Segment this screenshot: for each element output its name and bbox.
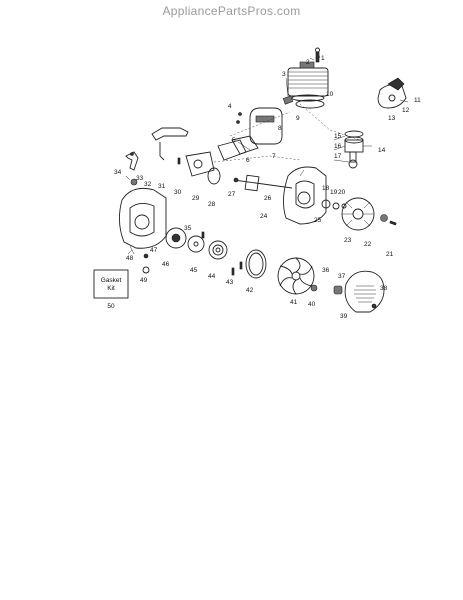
part-label: 42 bbox=[246, 287, 254, 294]
flywheel bbox=[341, 197, 375, 231]
cover-screw bbox=[371, 303, 377, 309]
fan-cover bbox=[344, 270, 385, 313]
part-label: 15 bbox=[334, 133, 342, 140]
part-label: 26 bbox=[264, 195, 272, 202]
gasket-kit-line1: Gasket bbox=[101, 277, 122, 284]
mount-screw bbox=[143, 253, 149, 259]
part-label: 43 bbox=[226, 279, 234, 286]
part-label: 41 bbox=[290, 299, 298, 306]
screw bbox=[231, 267, 235, 276]
part-label: 12 bbox=[402, 107, 410, 114]
spark-plug bbox=[309, 47, 320, 63]
trigger-spring bbox=[130, 178, 138, 186]
flywheel-nut bbox=[380, 214, 388, 222]
starter-ring bbox=[245, 249, 267, 279]
throttle-trigger bbox=[125, 151, 139, 171]
part-label: 2 bbox=[306, 59, 310, 66]
part-label: 48 bbox=[126, 255, 134, 262]
part-label: 32 bbox=[144, 181, 152, 188]
fan-impeller bbox=[277, 257, 315, 295]
part-label: 28 bbox=[208, 201, 216, 208]
part-label: 19 bbox=[330, 189, 338, 196]
part-label: 1 bbox=[321, 55, 325, 62]
part-label: 46 bbox=[162, 261, 170, 268]
part-label: 39 bbox=[340, 313, 348, 320]
part-label: 8 bbox=[278, 125, 282, 132]
part-label: 31 bbox=[158, 183, 166, 190]
part-label: 11 bbox=[414, 97, 421, 104]
part-label: 4 bbox=[228, 103, 232, 110]
starter-housing bbox=[119, 187, 167, 255]
part-label: 49 bbox=[140, 277, 148, 284]
recoil-pulley bbox=[165, 227, 187, 249]
part-label: 37 bbox=[338, 273, 346, 280]
part-label: 5 bbox=[232, 137, 236, 144]
watermark: AppliancePartsPros.com bbox=[162, 4, 301, 18]
part-label: 27 bbox=[228, 191, 236, 198]
part-label: 9 bbox=[296, 115, 300, 122]
filter-screws bbox=[236, 112, 242, 124]
screw bbox=[177, 157, 181, 165]
part-label: 24 bbox=[260, 213, 268, 220]
part-label: 30 bbox=[174, 189, 182, 196]
flywheel-key bbox=[389, 220, 397, 226]
part-label: 44 bbox=[208, 273, 216, 280]
part-label: 13 bbox=[388, 115, 396, 122]
part-label: 18 bbox=[322, 185, 330, 192]
fuel-line-bracket bbox=[151, 127, 189, 161]
part-label: 16 bbox=[334, 143, 342, 150]
fan-nut bbox=[310, 284, 318, 292]
cylinder bbox=[287, 61, 329, 102]
crankcase bbox=[283, 166, 327, 225]
assembly-guide bbox=[299, 103, 361, 141]
leader-lines bbox=[125, 51, 350, 255]
part-label: 7 bbox=[272, 153, 276, 160]
gasket-kit-number: 50 bbox=[107, 303, 115, 310]
part-label: 45 bbox=[190, 267, 198, 274]
air-filter bbox=[231, 135, 259, 155]
part-label: 33 bbox=[136, 175, 144, 182]
part-label: 23 bbox=[344, 237, 352, 244]
recoil-spring bbox=[208, 240, 228, 260]
part-label: 35 bbox=[184, 225, 192, 232]
part-label: 20 bbox=[338, 189, 346, 196]
screw bbox=[239, 261, 243, 270]
part-label: 10 bbox=[326, 91, 334, 98]
part-label: 25 bbox=[314, 217, 322, 224]
starter-plate bbox=[187, 235, 205, 253]
crankshaft bbox=[233, 174, 293, 192]
gasket-kit-box: Gasket Kit 50 bbox=[93, 269, 129, 310]
part-label: 22 bbox=[364, 241, 372, 248]
starter-screw bbox=[201, 231, 205, 239]
part-label: 14 bbox=[378, 147, 386, 154]
washer bbox=[142, 266, 150, 274]
part-labels: 1 2 3 4 5 6 7 8 9 10 11 12 13 14 15 16 1… bbox=[114, 55, 421, 320]
bearings bbox=[321, 199, 347, 210]
part-label: 3 bbox=[282, 71, 286, 78]
part-label: 6 bbox=[246, 157, 250, 164]
muffler bbox=[377, 77, 409, 109]
part-label: 34 bbox=[114, 169, 122, 176]
o-ring bbox=[207, 167, 221, 185]
assembly-guide bbox=[229, 111, 291, 137]
assembly-guide bbox=[213, 155, 301, 163]
part-label: 40 bbox=[308, 301, 316, 308]
part-label: 36 bbox=[322, 267, 330, 274]
cylinder-gasket bbox=[295, 99, 325, 109]
part-label: 38 bbox=[380, 285, 388, 292]
ignition-module bbox=[185, 151, 215, 177]
decompression-block bbox=[282, 95, 294, 105]
part-label: 17 bbox=[334, 153, 342, 160]
part-label: 29 bbox=[192, 195, 200, 202]
piston bbox=[344, 130, 372, 169]
gasket-kit-line2: Kit bbox=[107, 285, 115, 292]
part-label: 21 bbox=[386, 251, 394, 258]
part-label: 47 bbox=[150, 247, 158, 254]
cover-clip bbox=[333, 285, 343, 295]
carburetor bbox=[217, 139, 247, 161]
